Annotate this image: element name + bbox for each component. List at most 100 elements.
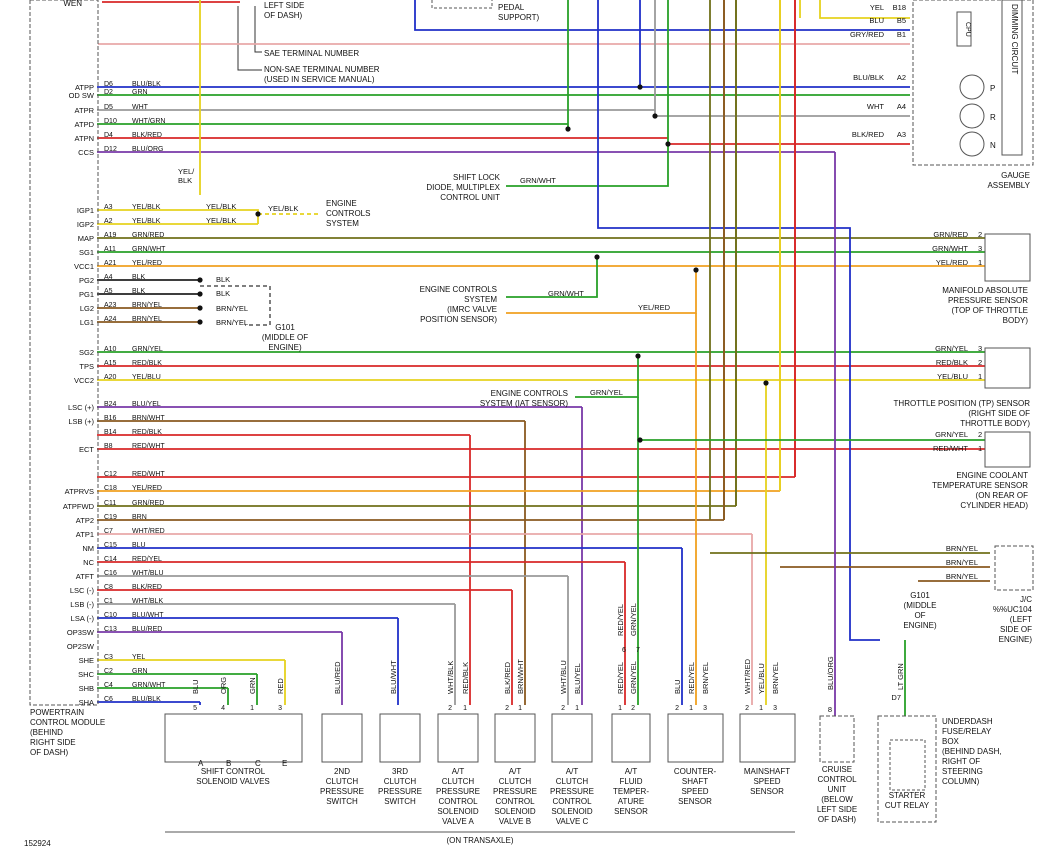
component-label: CLUTCH — [384, 777, 417, 786]
pcm-pin-name: LSA (-) — [71, 614, 95, 623]
relay-label: STARTER — [889, 791, 926, 800]
imrc-wire — [506, 257, 598, 298]
wire-color-label: BLU/ORG — [132, 146, 164, 153]
cruise-label: CONTROL — [817, 775, 857, 784]
pcm-pin-name: PG1 — [79, 290, 94, 299]
pcm-pin-name: PG2 — [79, 276, 94, 285]
pin-number: 3 — [278, 705, 282, 712]
ground-label: ENGINE) — [268, 343, 302, 352]
pcm-pin-name: ATFT — [76, 572, 95, 581]
component-label: SOLENOID — [437, 807, 479, 816]
wire-color-label: BLK — [132, 288, 146, 295]
pcm-terminal: D6 — [104, 81, 113, 88]
wire-color-label: BLK — [216, 289, 230, 298]
sensor-wire-color: GRN/RED — [933, 230, 968, 239]
pcm-terminal: C14 — [104, 556, 117, 563]
tp-sensor-label: (RIGHT SIDE OF — [968, 409, 1030, 418]
pcm-pin-name: OP3SW — [67, 628, 95, 637]
wire-color-label: RED/BLK — [132, 360, 162, 367]
component-label: SHIFT CONTROL — [201, 767, 266, 776]
engine-controls-label: CONTROLS — [326, 209, 370, 218]
pcm-terminal: C4 — [104, 682, 113, 689]
indicator-lamp — [959, 131, 985, 157]
sensor-wire-color: GRN/YEL — [935, 430, 968, 439]
pin-number: 1 — [518, 705, 522, 712]
blu-long-wire — [597, 0, 880, 641]
starter-cut-relay — [889, 739, 926, 791]
wire-color-label: GRN/WHT — [520, 176, 556, 185]
wire-color-label: WHT/BLK — [446, 661, 455, 694]
wire-color-label: YEL — [132, 654, 145, 661]
indicator-lamp — [959, 74, 985, 100]
component-label: PRESSURE — [436, 787, 480, 796]
tp-sensor-label: THROTTLE BODY) — [960, 419, 1030, 428]
tp-sensor-label: THROTTLE POSITION (TP) SENSOR — [894, 399, 1031, 408]
component-vb — [494, 713, 536, 763]
engine-controls-label: SYSTEM — [326, 219, 359, 228]
wire-color-label: GRN — [132, 89, 148, 96]
cruise-label: (BELOW — [821, 795, 853, 804]
ground-bus — [200, 285, 271, 326]
pcm-terminal: D10 — [104, 118, 117, 125]
fuse-box-label: RIGHT OF — [942, 757, 980, 766]
pin-number: 3 — [703, 705, 707, 712]
gauge-label: GAUGE — [1001, 171, 1030, 180]
pcm-terminal: A24 — [104, 316, 117, 323]
wire-color-label: BLU/RED — [333, 661, 342, 694]
sensor-pin-number: 3 — [978, 344, 982, 353]
component-label: VALVE C — [556, 817, 589, 826]
solenoid-letter: A — [198, 759, 204, 768]
wire-color-label: WHT/BLK — [132, 598, 163, 605]
wire-color-label: RED — [276, 678, 285, 694]
component-label: CONTROL — [552, 797, 592, 806]
component-label: SWITCH — [384, 797, 416, 806]
powertrain-control-module — [29, 0, 99, 706]
component-label: SWITCH — [326, 797, 358, 806]
wire-color-label: WHT/BLU — [132, 570, 164, 577]
cpu-label: CPU — [964, 22, 971, 37]
ground-label-right: ENGINE) — [903, 621, 937, 630]
splice-dot — [665, 141, 671, 147]
pcm-label: RIGHT SIDE — [30, 738, 76, 747]
wire-color-label: RED/BLK — [461, 662, 470, 694]
component-label: SOLENOID VALVES — [196, 777, 270, 786]
pcm-terminal: C2 — [104, 668, 113, 675]
wire-color-label: GRN/WHT — [548, 289, 584, 298]
sensor-wire-color: YEL/BLU — [937, 372, 968, 381]
sensor-wire-color: GRN/YEL — [935, 344, 968, 353]
shift-lock-wire — [506, 0, 669, 187]
splice-dot — [197, 305, 203, 311]
pin-number: 4 — [221, 705, 225, 712]
component-label: SENSOR — [678, 797, 712, 806]
component-label: CONTROL — [438, 797, 478, 806]
transaxle-label: (ON TRANSAXLE) — [447, 836, 514, 845]
pcm-label: OF DASH) — [30, 748, 69, 757]
sensor-pin-number: 2 — [978, 230, 982, 239]
gauge-wire-color: BLU/BLK — [853, 73, 884, 82]
pin-number: 2 — [448, 705, 452, 712]
component-label: SENSOR — [750, 787, 784, 796]
ground-label: (MIDDLE OF — [262, 333, 308, 342]
wire-color-label: BLK — [132, 274, 146, 281]
pin-number: 7 — [636, 647, 640, 654]
wire-color-label: BLU/WHT — [132, 612, 164, 619]
pcm-terminal: A10 — [104, 346, 117, 353]
splice-dot — [763, 380, 769, 386]
wire-color-label: BRN — [132, 514, 147, 521]
solenoid-letter: E — [282, 759, 287, 768]
wire-color-label: BRN/WHT — [132, 415, 165, 422]
wire-color-label: BLK — [216, 275, 230, 284]
gauge-wire-color: BLU — [869, 16, 884, 25]
pcm-pin-name: SHA — [79, 698, 94, 707]
wire-color-label: WHT — [132, 104, 149, 111]
gauge-terminal: B5 — [897, 16, 906, 25]
pcm-pin-name: LG1 — [80, 318, 94, 327]
wire-color-label: BRN/YEL — [701, 662, 710, 694]
wire-color-label: YEL/BLK — [268, 204, 298, 213]
gauge-terminal: B1 — [897, 30, 906, 39]
pin-number: 1 — [759, 705, 763, 712]
wire-color-label: YEL/BLK — [132, 204, 161, 211]
pcm-pin-name: NC — [83, 558, 94, 567]
component-label: 2ND — [334, 767, 350, 776]
pcm-pin-name: LSC (-) — [70, 586, 95, 595]
